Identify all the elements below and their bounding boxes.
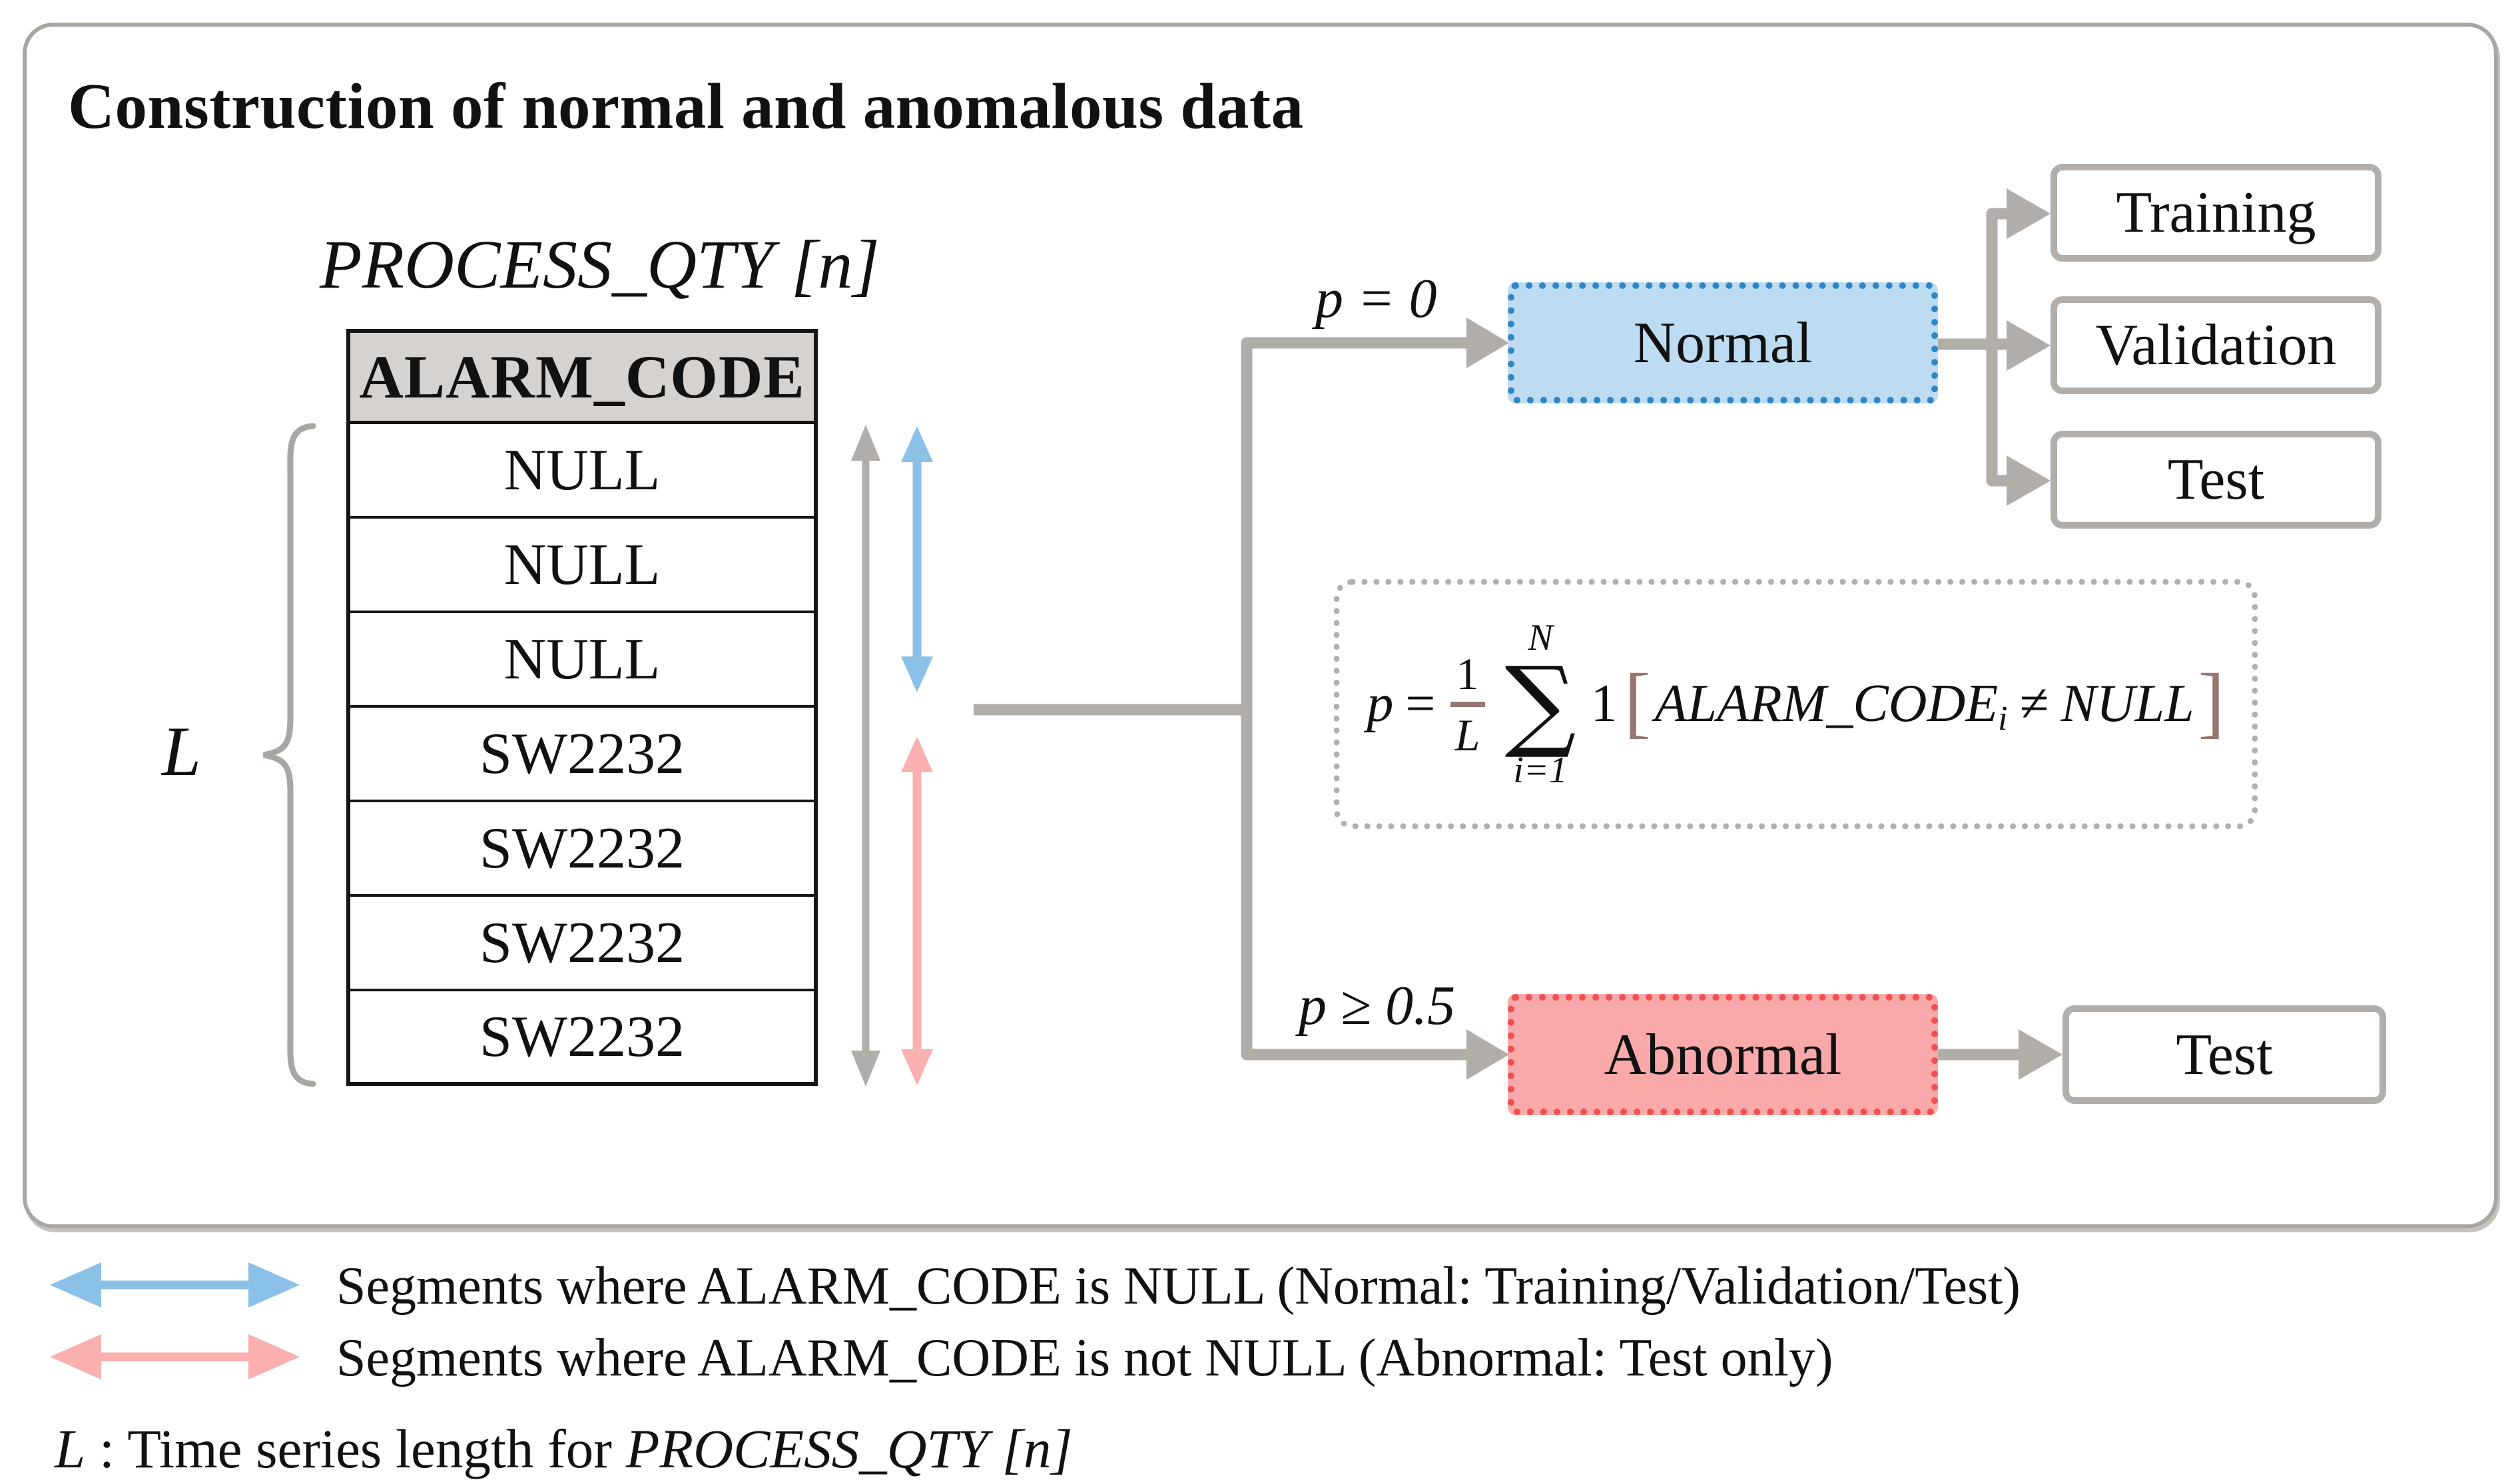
training-node: Training	[2050, 164, 2381, 262]
figure-frame	[23, 23, 2498, 1228]
full-span-double-arrow-icon	[851, 425, 880, 1087]
legend-length-term: L	[55, 1418, 86, 1479]
formula-equals: =	[1405, 674, 1436, 733]
right-bracket: ]	[2198, 656, 2225, 746]
table-header-cell: ALARM_CODE	[350, 333, 814, 424]
classifier-junction-line	[1241, 337, 1468, 1061]
legend-length-description: Time series length for	[127, 1418, 626, 1479]
table-caption: PROCESS_QTY [n]	[320, 226, 880, 303]
fraction-bar	[1450, 701, 1485, 707]
fraction-denominator: L	[1454, 709, 1480, 760]
normal-node: Normal	[1508, 282, 1938, 403]
figure-title: Construction of normal and anomalous dat…	[68, 71, 1304, 142]
not-equal-sign: ≠	[2019, 674, 2049, 733]
summation: N ∑ i=1	[1505, 619, 1576, 789]
legend-blue-arrow-icon	[50, 1262, 300, 1308]
p-geq-half-label: p ≥ 0.5	[1299, 975, 1456, 1037]
table-row: SW2232	[350, 708, 814, 802]
anomaly-ratio-formula: p = 1 L N ∑ i=1 1 [ ALARM_CODE i ≠ NULL	[1367, 619, 2224, 789]
indicator-one: 1	[1590, 674, 1618, 733]
legend-length-series: PROCESS_QTY [n]	[625, 1418, 1073, 1479]
formula-rhs: NULL	[2060, 674, 2194, 733]
arrowhead-to-abnormal-test	[2019, 1029, 2062, 1080]
length-brace	[263, 423, 316, 1087]
table-row: SW2232	[350, 897, 814, 991]
p-equals-zero-label: p = 0	[1315, 268, 1437, 330]
table-row: SW2232	[479, 1004, 685, 1069]
alarm-code-table: ALARM_CODE NULL NULL NULL SW2232 SW2232 …	[346, 329, 818, 1086]
legend-notnull-segments-text: Segments where ALARM_CODE is not NULL (A…	[336, 1329, 1833, 1387]
split-branch-line	[1986, 208, 2007, 487]
series-length-label: L	[162, 712, 201, 790]
test-node: Test	[2050, 431, 2381, 529]
legend-length-separator: :	[85, 1418, 128, 1479]
summation-upper-limit: N	[1528, 617, 1553, 659]
summation-lower-limit: i=1	[1513, 749, 1568, 791]
abnormal-test-node: Test	[2062, 1005, 2386, 1104]
left-bracket: [	[1624, 656, 1651, 746]
formula-body: ALARM_CODE	[1654, 674, 1999, 733]
arrowhead-to-training	[2007, 188, 2050, 239]
arrowhead-to-test	[2007, 455, 2050, 506]
legend-pink-arrow-icon	[50, 1334, 300, 1379]
arrowhead-to-validation	[2007, 320, 2050, 371]
table-row: NULL	[350, 424, 814, 519]
legend-null-segments-text: Segments where ALARM_CODE is NULL (Norma…	[336, 1257, 2021, 1316]
sigma-symbol: ∑	[1504, 646, 1576, 762]
legend-length-definition: L : Time series length for PROCESS_QTY […	[55, 1417, 1073, 1481]
notnull-segment-double-arrow-icon	[901, 736, 933, 1085]
formula-fraction: 1 L	[1450, 651, 1485, 758]
validation-node: Validation	[2050, 296, 2381, 394]
abnormal-node: Abnormal	[1508, 994, 1938, 1115]
arrowhead-to-normal	[1466, 318, 1509, 368]
formula-lhs: p	[1367, 674, 1394, 733]
null-segment-double-arrow-icon	[901, 426, 933, 692]
fraction-numerator: 1	[1456, 648, 1479, 699]
anomaly-ratio-formula-box: p = 1 L N ∑ i=1 1 [ ALARM_CODE i ≠ NULL	[1334, 579, 2258, 829]
table-row: NULL	[350, 613, 814, 708]
formula-body-subscript: i	[1998, 700, 2008, 738]
arrowhead-to-abnormal	[1466, 1029, 1509, 1080]
table-row: NULL	[350, 519, 814, 613]
table-row: SW2232	[350, 802, 814, 897]
